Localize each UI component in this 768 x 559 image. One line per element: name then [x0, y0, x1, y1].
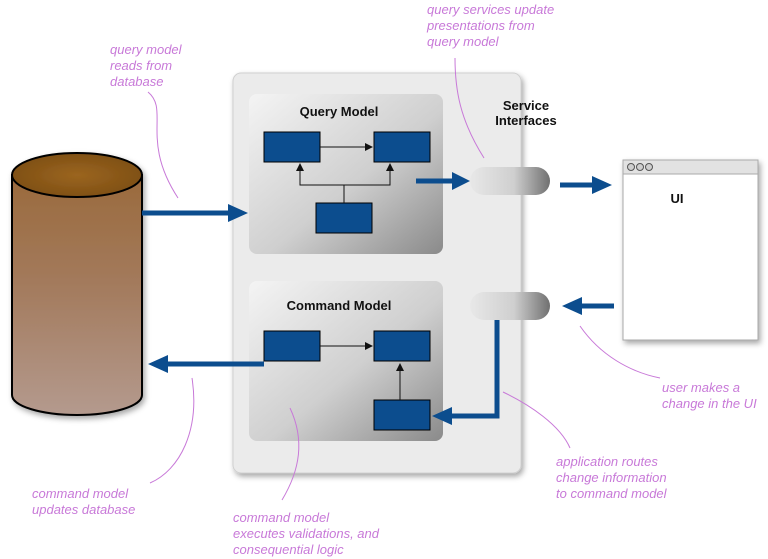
command-service-interface	[470, 292, 550, 320]
query-component-box	[315, 202, 373, 234]
annotation-leader-line	[502, 391, 571, 449]
command-executes-annotation: command model executes validations, and …	[233, 510, 379, 557]
window-control-icons	[627, 163, 653, 171]
annotation-leader-line	[147, 91, 179, 199]
service-interfaces-title: Service Interfaces	[495, 98, 557, 128]
query-component-box	[263, 131, 321, 163]
interface-to-ui-arrow	[560, 176, 612, 194]
query-reads-annotation: query model reads from database	[110, 42, 182, 89]
annotation-leader-line	[281, 407, 300, 501]
query-service-interface	[470, 167, 550, 195]
annotation-leader-line	[579, 325, 661, 379]
database-cylinder	[11, 152, 143, 416]
ui-window	[622, 159, 759, 341]
user-change-annotation: user makes a change in the UI	[662, 380, 757, 411]
annotation-leader-line	[454, 57, 485, 159]
annotation-leader-line	[149, 377, 195, 484]
app-routes-annotation: application routes change information to…	[556, 454, 667, 501]
command-component-box	[373, 330, 431, 362]
ui-to-interface-arrow	[562, 297, 614, 315]
query-internal-arrow	[296, 163, 345, 203]
command-model-title: Command Model	[286, 298, 392, 313]
interface-to-command-arrow	[432, 320, 500, 425]
query-internal-arrow	[344, 163, 394, 186]
query-services-annotation: query services update presentations from…	[427, 2, 555, 49]
command-updates-annotation: command model updates database	[32, 486, 136, 517]
query-model-title: Query Model	[299, 104, 379, 119]
database-to-query-arrow	[142, 204, 248, 222]
command-component-box	[263, 330, 321, 362]
query-component-box	[373, 131, 431, 163]
command-to-database-arrow	[148, 355, 264, 373]
command-component-box	[373, 399, 431, 431]
ui-label: UI	[670, 191, 684, 206]
query-to-interface-arrow	[416, 172, 470, 190]
